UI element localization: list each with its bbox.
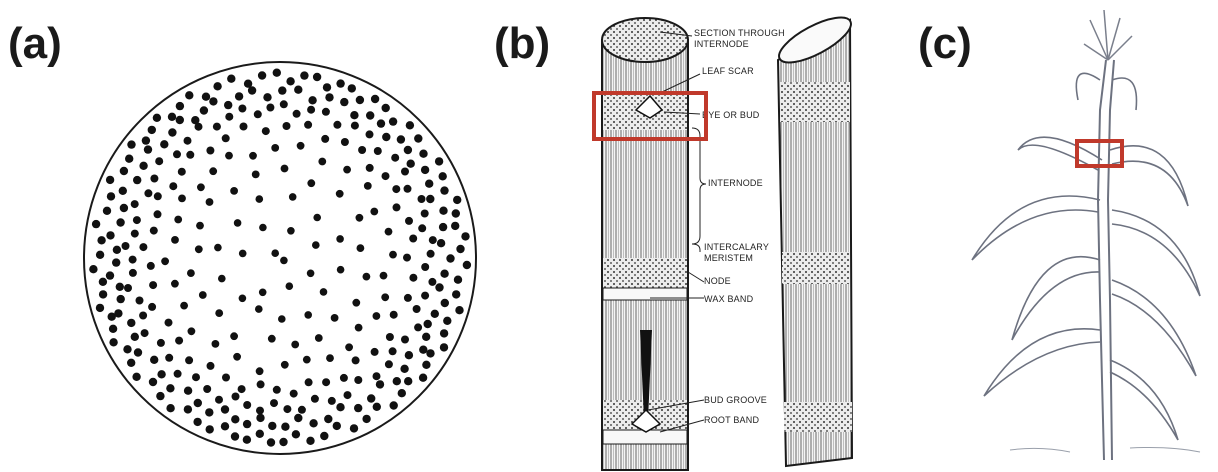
tassel	[1084, 10, 1132, 60]
plant-stem	[1098, 60, 1114, 460]
plant-leaves	[972, 73, 1200, 440]
ground	[1010, 448, 1200, 453]
